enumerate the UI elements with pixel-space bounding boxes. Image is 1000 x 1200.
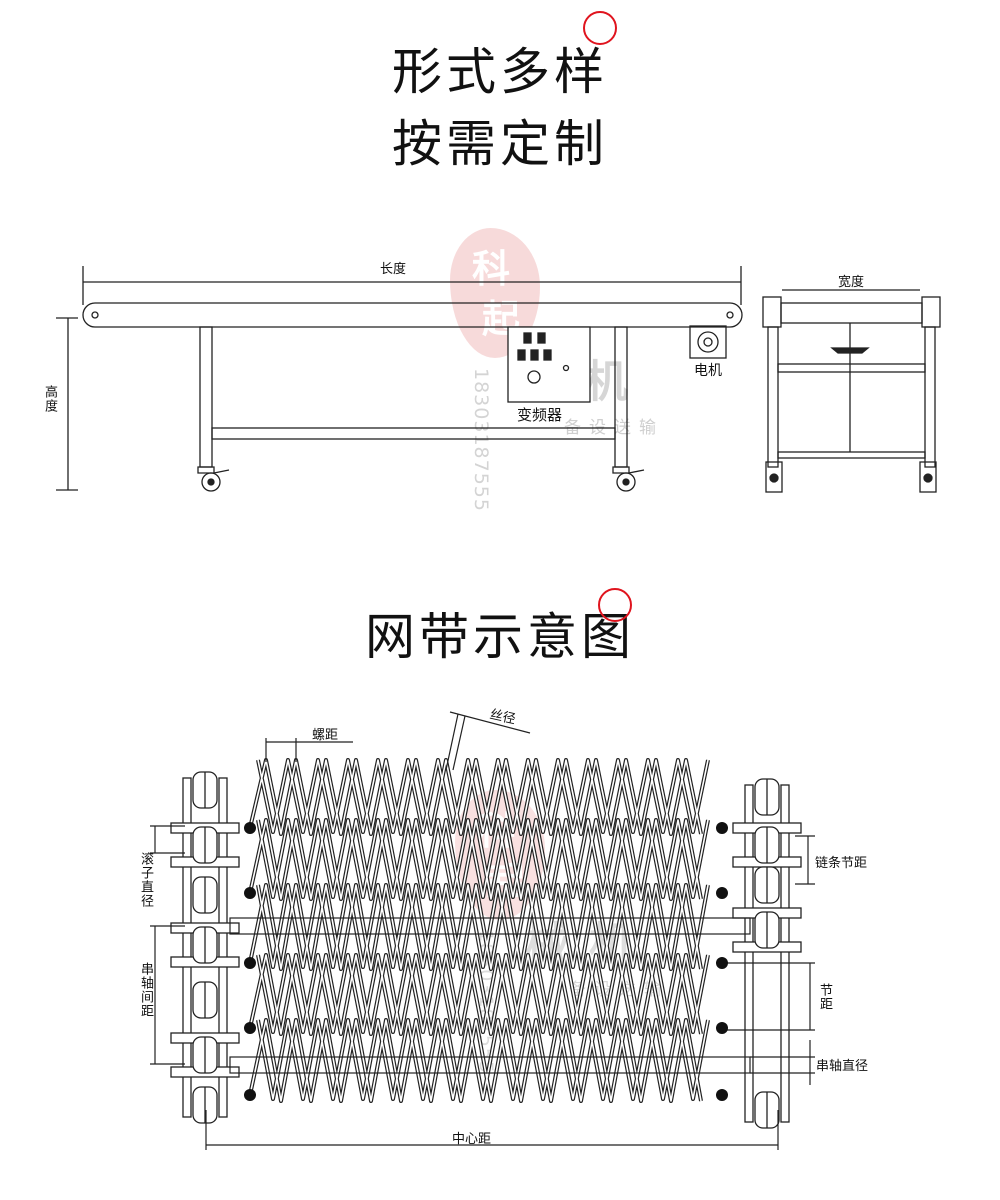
inverter-knob — [527, 370, 541, 384]
length-label: 长度 — [380, 262, 407, 277]
inverter-buttons — [517, 332, 552, 361]
spiral-pitch-label: 螺距 — [312, 728, 339, 743]
crossbar — [211, 427, 616, 440]
red-circle-decoration — [598, 588, 632, 622]
chain-pitch-label: 链条节距 — [815, 856, 868, 871]
heading-mesh: 网带示意图 — [365, 608, 635, 666]
shaft-end-dot — [244, 1022, 256, 1034]
shaft-spacing-label: 串轴间距 — [138, 962, 153, 1018]
shaft-diameter-label: 串轴直径 — [816, 1059, 869, 1074]
shaft-upper — [229, 917, 751, 935]
pulley-left — [91, 311, 99, 319]
caster-left — [197, 466, 230, 492]
motor-box — [689, 325, 727, 359]
shaft-end-dot — [716, 1022, 728, 1034]
roller-diameter-label: 滚子直径 — [138, 852, 153, 908]
dimension-lines — [150, 711, 815, 1150]
caster-right — [612, 466, 645, 492]
spiral-mesh — [248, 758, 710, 1103]
shaft-end-dot — [244, 887, 256, 899]
chain-left — [170, 771, 240, 1124]
red-circle-decoration — [583, 11, 617, 45]
inverter-box — [507, 326, 591, 403]
width-label: 宽度 — [838, 275, 865, 290]
heading-line-2: 按需定制 — [392, 115, 608, 173]
belt-frame — [82, 302, 743, 328]
inverter-label: 变频器 — [517, 406, 563, 424]
conveyor-drawing — [56, 266, 941, 493]
shaft-end-dot — [244, 957, 256, 969]
shaft-end-dot — [716, 887, 728, 899]
height-label: 高度 — [42, 385, 57, 413]
inverter-switch — [562, 364, 570, 372]
motor-label: 电机 — [694, 363, 722, 379]
shaft-end-dot — [244, 822, 256, 834]
shaft-lower — [229, 1056, 751, 1074]
center-distance-label: 中心距 — [452, 1132, 492, 1147]
shaft-end-dot — [244, 1089, 256, 1101]
shaft-end-dot — [716, 957, 728, 969]
shaft-end-dot — [716, 1089, 728, 1101]
pitch-label: 节距 — [817, 983, 832, 1011]
side-view — [762, 289, 941, 493]
heading-line-1: 形式多样 — [392, 43, 608, 101]
pulley-right — [726, 311, 734, 319]
chain-right — [732, 778, 802, 1129]
shaft-end-dot — [716, 822, 728, 834]
mesh-wire-fill — [249, 759, 709, 1102]
